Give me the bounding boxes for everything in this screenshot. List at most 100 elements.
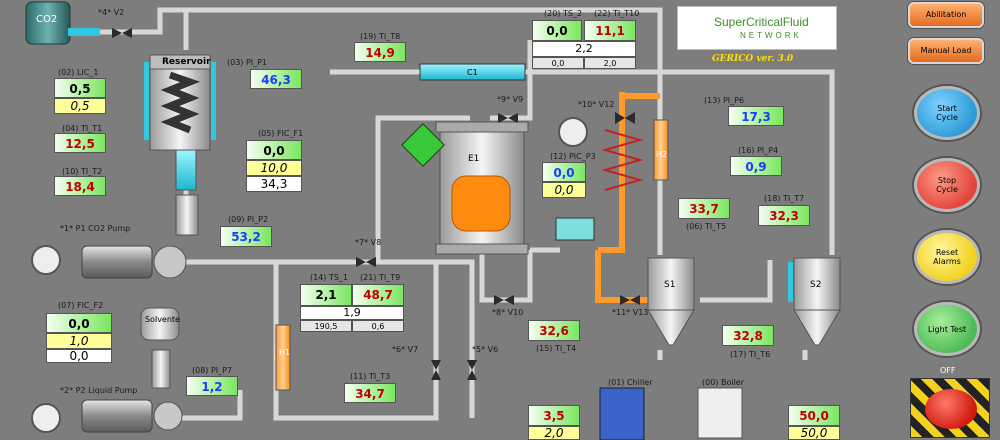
lic1-tag: (02) LIC_1 <box>58 68 99 77</box>
chiller-pv: 3,5 <box>528 405 580 426</box>
valve-v10-label[interactable]: *8* V10 <box>492 308 524 317</box>
tit2-pv: 18,4 <box>54 176 106 196</box>
tit7-pv: 32,3 <box>758 205 810 226</box>
e1-mid-value: 1,9 <box>300 306 404 320</box>
reset-alarms-button[interactable]: Reset Alarms <box>914 230 980 284</box>
start-cycle-label: Start Cycle <box>936 104 958 122</box>
emergency-mushroom-icon <box>925 389 977 429</box>
chiller-sp[interactable]: 2,0 <box>528 426 580 440</box>
ts1-tag: (14) TS_1 <box>310 273 349 282</box>
reservoir-vessel <box>144 54 216 191</box>
reset-alarms-label: Reset Alarms <box>933 248 961 266</box>
picp3-tag: (12) PIC_P3 <box>550 152 596 161</box>
pip6-tag: (13) PI_P6 <box>704 96 745 105</box>
tit8-pv: 14,9 <box>354 42 406 62</box>
pip2-tag: (09) PI_P2 <box>228 215 269 224</box>
tit4-pv: 32,6 <box>528 320 580 341</box>
c1-mid-value: 2,2 <box>532 41 636 57</box>
ficf2-out: 0,0 <box>46 349 112 363</box>
pip7-pv: 1,2 <box>186 376 238 396</box>
ficf1-pv: 0,0 <box>246 140 302 160</box>
e1-left-value: 190,5 <box>300 320 352 332</box>
pip2-pv: 53,2 <box>220 226 272 247</box>
tit1-tag: (04) TI_T1 <box>62 124 103 133</box>
heater-h2 <box>653 119 669 181</box>
emergency-state-label: OFF <box>940 366 956 375</box>
solvent-label: Solvente <box>145 315 180 324</box>
valve-v13-label[interactable]: *11* V13 <box>612 308 649 317</box>
light-test-label: Light Test <box>927 324 967 334</box>
ts1-pv: 2,1 <box>300 284 352 306</box>
s1-label: S1 <box>664 280 676 290</box>
tit5-pv: 33,7 <box>678 198 730 219</box>
valve-v9-label[interactable]: *9* V9 <box>497 95 524 104</box>
ts2-tag: (20) TS_2 <box>544 9 583 18</box>
emergency-stop-button[interactable] <box>910 378 990 438</box>
abilitation-button[interactable]: Abilitation <box>908 2 984 28</box>
h1-label: H1 <box>279 348 291 357</box>
ficf1-tag: (05) FIC_F1 <box>258 129 304 138</box>
tit6-tag: (17) TI_T6 <box>730 350 771 359</box>
tit7-tag: (18) TI_T7 <box>764 194 805 203</box>
ficf1-sp[interactable]: 10,0 <box>246 160 302 176</box>
h2-label: H2 <box>656 150 668 159</box>
version-label: GERICO ver. 3.0 <box>712 54 794 64</box>
picp3-sp[interactable]: 0,0 <box>542 182 586 198</box>
valve-v7-label[interactable]: *6* V7 <box>392 345 419 354</box>
pump2-label: *2* P2 Liquid Pump <box>60 386 138 395</box>
tit6-pv: 32,8 <box>722 325 774 346</box>
lic1-pv: 0,5 <box>54 78 106 98</box>
valve-v8-label[interactable]: *7* V8 <box>355 238 382 247</box>
pressure-gauge-icon <box>558 117 588 147</box>
separator-s1 <box>647 257 695 346</box>
picp3-pv: 0,0 <box>542 162 586 182</box>
liquid-pump-p2 <box>31 349 183 433</box>
brand-line-1: SuperCriticalFluid <box>714 15 809 29</box>
co2-tank <box>25 1 100 45</box>
ts2-pv: 0,0 <box>532 20 582 41</box>
tit4-tag: (15) TI_T4 <box>536 344 577 353</box>
pump1-label: *1* P1 CO2 Pump <box>60 224 131 233</box>
ficf2-sp[interactable]: 1,0 <box>46 333 112 349</box>
ficf2-pv: 0,0 <box>46 313 112 333</box>
control-valve-pcv <box>555 217 595 241</box>
extractor-e1 <box>401 121 529 255</box>
tit2-tag: (10) TI_T2 <box>62 167 103 176</box>
start-cycle-button[interactable]: Start Cycle <box>914 86 980 140</box>
pip1-tag: (03) PI_P1 <box>227 58 268 67</box>
light-test-button[interactable]: Light Test <box>914 302 980 356</box>
tit3-pv: 34,7 <box>344 383 396 403</box>
boiler-pv: 50,0 <box>788 405 840 426</box>
s2-label: S2 <box>810 280 822 290</box>
tit10-pv: 11,1 <box>584 20 636 41</box>
stop-cycle-button[interactable]: Stop Cycle <box>914 158 980 212</box>
boiler-sp[interactable]: 50,0 <box>788 426 840 440</box>
co2-pump-p1 <box>31 194 199 279</box>
ficf1-out: 34,3 <box>246 176 302 192</box>
brand-logo: SuperCriticalFluid NETWORK <box>677 6 837 50</box>
tit9-pv: 48,7 <box>352 284 404 306</box>
valve-v2-label[interactable]: *4* V2 <box>98 8 125 17</box>
chiller-icon <box>599 387 645 440</box>
e1-right-value: 0,6 <box>352 320 404 332</box>
boiler-icon <box>697 387 743 439</box>
manual-load-button[interactable]: Manual Load <box>908 38 984 64</box>
c1-label: C1 <box>467 68 478 77</box>
heat-coil <box>601 129 644 191</box>
c1-left-value: 0,0 <box>532 57 584 69</box>
tit5-tag: (06) TI_T5 <box>686 222 727 231</box>
exchanger-c1 <box>419 63 526 81</box>
valve-v6-label[interactable]: *5* V6 <box>472 345 499 354</box>
co2-label: CO2 <box>36 14 58 25</box>
reservoir-label: Reservoir <box>162 57 211 67</box>
lic1-sp[interactable]: 0,5 <box>54 98 106 114</box>
tit1-pv: 12,5 <box>54 133 106 153</box>
tit3-tag: (11) TI_T3 <box>350 372 391 381</box>
boiler-label: (00) Boiler <box>702 378 745 387</box>
tit9-tag: (21) TI_T9 <box>360 273 401 282</box>
ficf2-tag: (07) FIC_F2 <box>58 301 104 310</box>
chiller-label: (01) Chiller <box>608 378 653 387</box>
tit8-tag: (19) TI_T8 <box>360 32 401 41</box>
valve-v12-label[interactable]: *10* V12 <box>578 100 615 109</box>
